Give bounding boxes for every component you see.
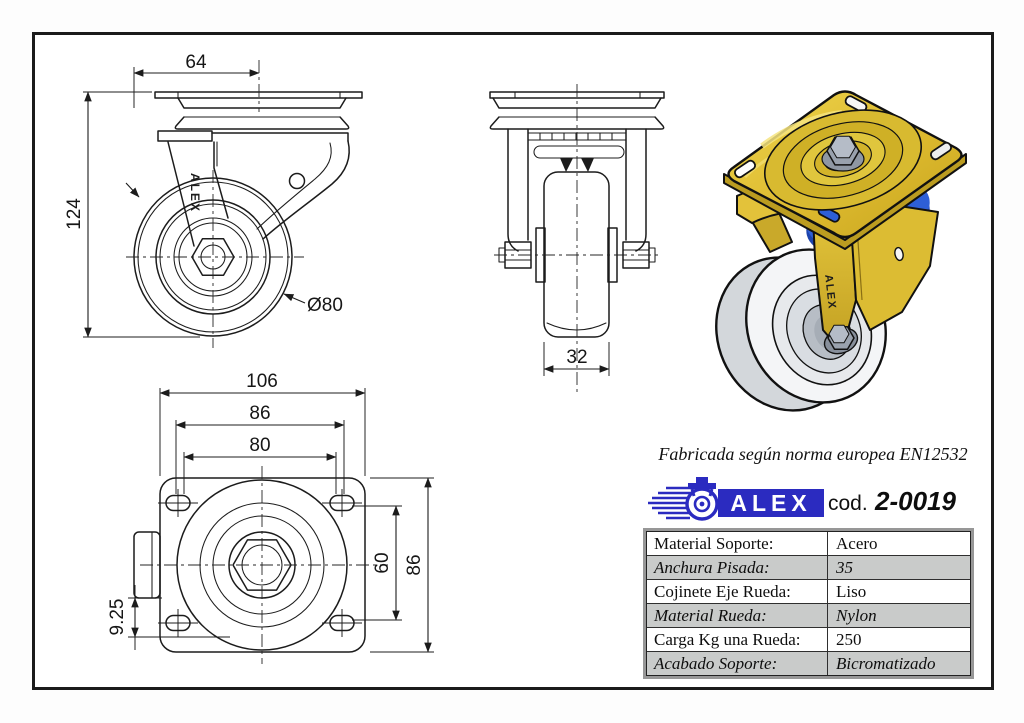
side-centerlines: [126, 60, 304, 348]
spec-row-carga: Carga Kg una Rueda: 250: [647, 627, 970, 651]
side-fork-back: [262, 140, 350, 240]
side-swivel-flange: [174, 116, 350, 130]
spec-row-acabado: Acabado Soporte: Bicromatizado: [647, 651, 970, 675]
top-dim-holes-width-label: 86: [249, 403, 270, 424]
side-dim-top-width: 64: [133, 52, 260, 108]
top-dim-slots-width-label: 80: [249, 435, 270, 456]
top-kingpin-hex: [232, 539, 292, 591]
spec-table: Material Soporte: Acero Anchura Pisada: …: [643, 528, 974, 679]
spec-row-cojinete: Cojinete Eje Rueda: Liso: [647, 579, 970, 603]
front-dim-wheel-width-label: 32: [566, 347, 587, 368]
render-plate-slots: [734, 95, 952, 223]
top-centerlines: [140, 466, 388, 664]
code-label: cod.: [828, 492, 868, 515]
brand-row: ALEX cod. 2-0019: [648, 477, 980, 527]
side-view: 64 124 Ø80 ALEX: [64, 52, 363, 348]
spec-row-anchura-pisada: Anchura Pisada: 35: [647, 555, 970, 579]
code-value: 2-0019: [875, 486, 956, 516]
side-fork-tab: [157, 130, 213, 142]
side-dim-top-width-label: 64: [185, 52, 207, 73]
top-dim-slot-offset-label: 9.25: [107, 599, 128, 636]
top-bolt-slots: [158, 489, 362, 637]
top-dim-holes-height-label: 60: [372, 552, 393, 573]
render-fork-hole: [894, 246, 904, 262]
render-3d: ALEX: [715, 90, 967, 412]
side-dim-height-label: 124: [64, 198, 85, 230]
logo-caster-icon: [685, 477, 719, 521]
render-axle-bolt: [823, 324, 859, 355]
standard-note: Fabricada según norma europea EN12532: [658, 444, 968, 464]
top-dim-plate-width-label: 106: [246, 371, 278, 392]
side-dim-height: 124: [64, 91, 200, 338]
front-fork-legs: [507, 128, 647, 252]
spec-value: Acero: [836, 534, 878, 553]
logo-text-box: [718, 489, 824, 517]
front-dim-wheel-width: 32: [543, 342, 610, 376]
top-dim-plate-height-label: 86: [404, 554, 425, 575]
front-kingpin: [560, 158, 573, 172]
side-dim-wheel-diameter-label: Ø80: [307, 295, 343, 316]
alex-logo: ALEX: [648, 477, 824, 521]
top-dim-slot-offset: 9.25: [107, 585, 230, 650]
spec-value: Bicromatizado: [836, 654, 936, 673]
front-view: 32: [489, 84, 665, 392]
side-swivel-taper: [177, 97, 347, 109]
spec-value: 35: [836, 558, 853, 577]
side-dim-wheel-diameter: Ø80: [283, 293, 343, 316]
side-plate: [154, 91, 363, 99]
top-dim-holes-width: 86: [175, 403, 345, 494]
top-dim-plate-width: 106: [159, 371, 366, 476]
top-dim-plate-height: 86: [370, 477, 434, 653]
spec-label: Material Soporte:: [647, 532, 828, 555]
logo-brand-text: ALEX: [730, 490, 811, 516]
front-centerlines: [494, 84, 660, 392]
spec-value: 250: [836, 630, 862, 649]
spec-label: Material Rueda:: [647, 604, 828, 627]
top-dim-slots-width: 80: [183, 435, 337, 494]
top-view: 106 86 80 60: [107, 371, 434, 664]
front-wheel: [543, 171, 610, 338]
spec-label: Anchura Pisada:: [647, 556, 828, 579]
spec-value: Nylon: [836, 606, 877, 625]
side-fork-hole: [288, 172, 306, 190]
render-kingpin-nut: [821, 135, 865, 172]
side-tread-arrow: [125, 182, 140, 198]
spec-label: Acabado Soporte:: [647, 652, 828, 675]
spec-row-material-soporte: Material Soporte: Acero: [647, 532, 970, 555]
render-fork-brand-stamp: ALEX: [822, 274, 838, 310]
top-dim-holes-height: 60: [352, 505, 402, 621]
side-fork-brand-stamp: ALEX: [188, 173, 202, 213]
spec-label: Cojinete Eje Rueda:: [647, 580, 828, 603]
spec-value: Liso: [836, 582, 867, 601]
spec-label: Carga Kg una Rueda:: [647, 628, 828, 651]
spec-row-material-rueda: Material Rueda: Nylon: [647, 603, 970, 627]
